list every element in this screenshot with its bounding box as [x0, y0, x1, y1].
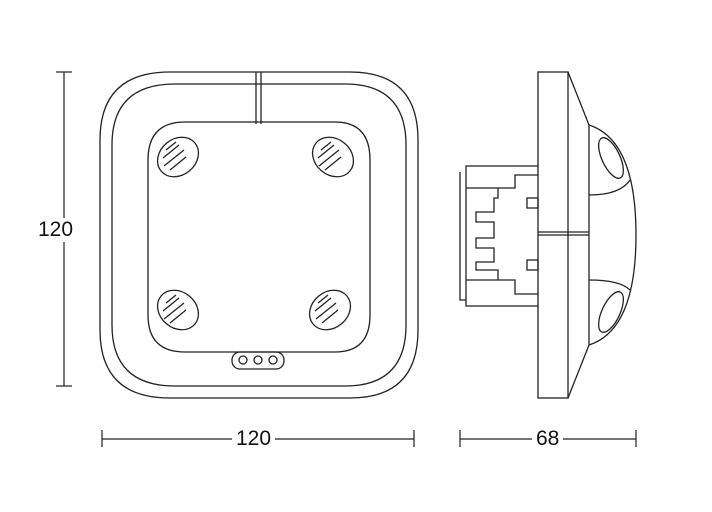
width-dimension-label: 120 — [232, 427, 276, 451]
lens-top-right — [311, 136, 355, 178]
lens-bottom-right — [308, 289, 352, 331]
led-indicator — [231, 351, 285, 370]
front-view — [99, 71, 419, 399]
dimension-lines — [56, 71, 637, 447]
depth-dimension-label: 68 — [532, 427, 564, 451]
lens-bottom-left — [156, 289, 200, 331]
height-dimension-label: 120 — [34, 218, 78, 242]
side-view — [459, 71, 637, 399]
lens-top-left — [156, 136, 200, 178]
